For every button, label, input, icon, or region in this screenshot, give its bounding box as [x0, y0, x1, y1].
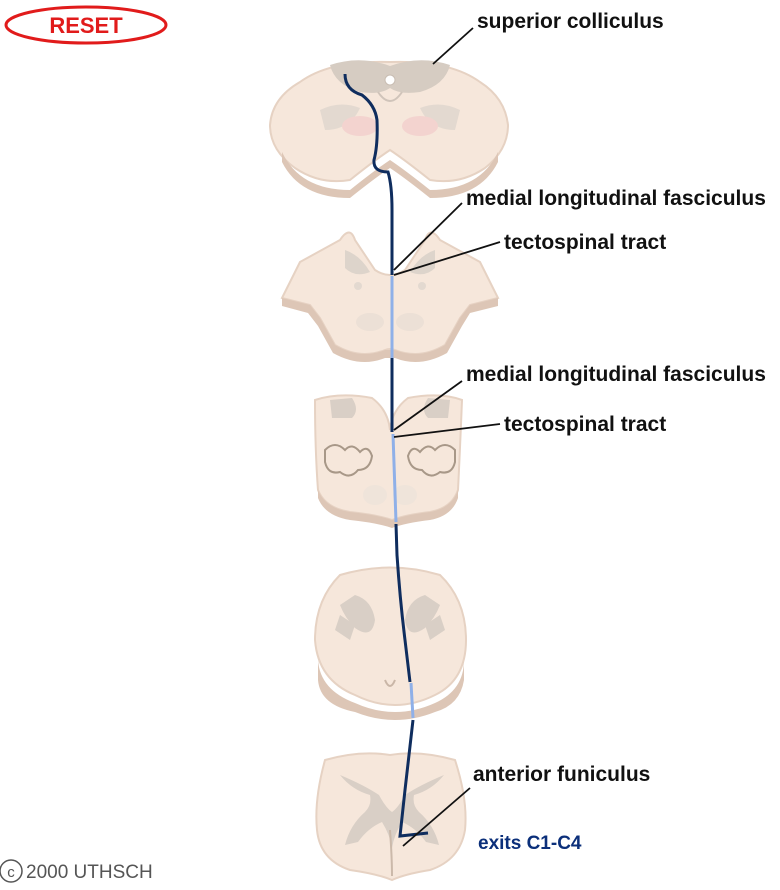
cervical-upper-section [313, 566, 468, 720]
label-mlf-medulla: medial longitudinal fasciculus [466, 363, 766, 386]
label-anterior-funiculus: anterior funiculus [473, 763, 650, 786]
label-mlf-pons: medial longitudinal fasciculus [466, 187, 766, 210]
label-tectospinal-medulla: tectospinal tract [504, 413, 666, 436]
medulla-section [313, 394, 464, 528]
label-tectospinal-pons: tectospinal tract [504, 231, 666, 254]
label-exits: exits C1-C4 [478, 833, 582, 854]
copyright-text: 2000 UTHSCH [26, 862, 153, 883]
reset-button-label: RESET [49, 13, 123, 38]
pons-section [280, 231, 500, 362]
midbrain-section [268, 60, 510, 198]
copyright-icon-glyph: c [7, 864, 15, 881]
copyright-icon [0, 859, 23, 883]
reset-button[interactable]: RESET [4, 5, 168, 45]
spinal-cord-section [315, 752, 467, 882]
tectospinal-pathway [343, 73, 429, 838]
leader-lines [393, 27, 501, 847]
label-superior-colliculus: superior colliculus [477, 10, 664, 33]
copyright: c 2000 UTHSCH [0, 859, 153, 883]
